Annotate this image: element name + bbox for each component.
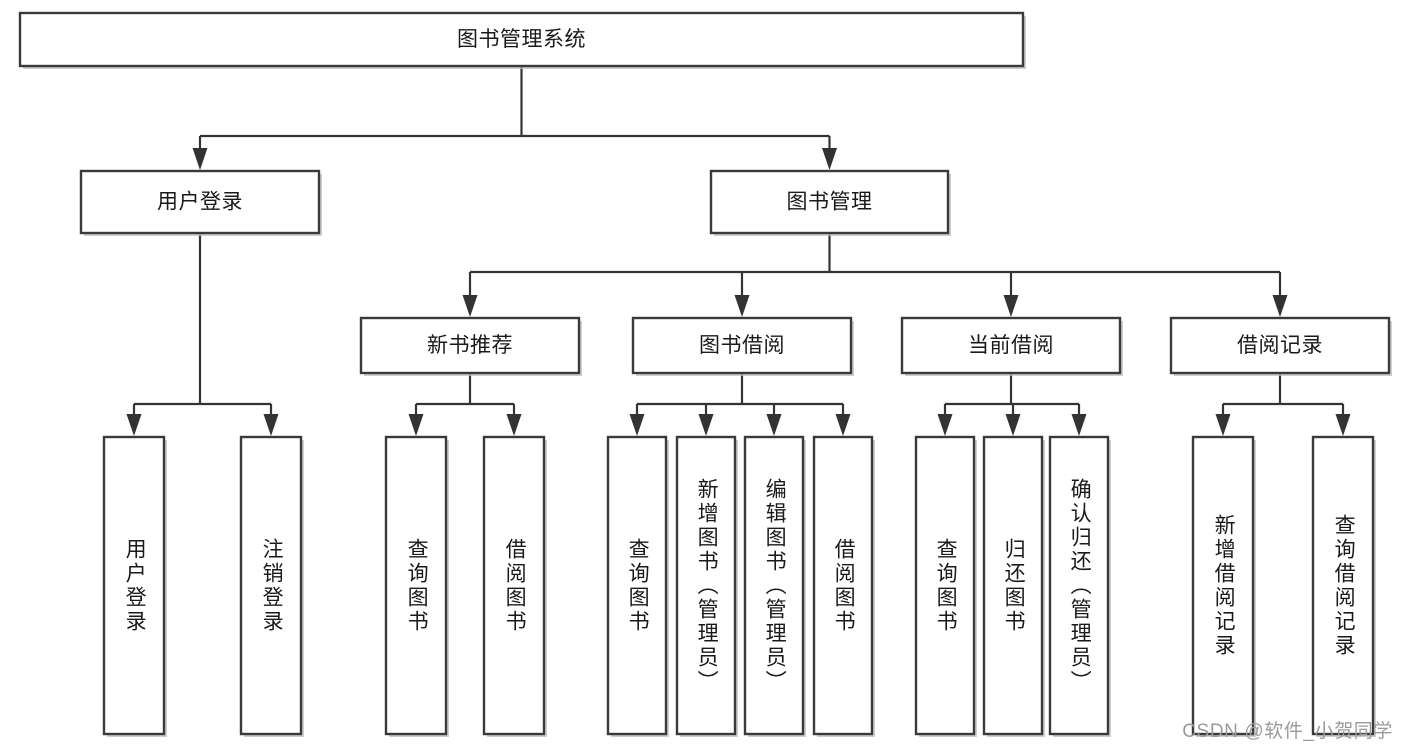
node-box-f-nb-query[interactable] — [384, 435, 448, 736]
node-login[interactable] — [79, 169, 322, 236]
node-box-f-logout[interactable] — [239, 435, 303, 736]
node-box-f-bo-edit[interactable] — [743, 435, 805, 736]
node-box-borrow[interactable] — [631, 316, 853, 375]
connector-group-current — [937, 373, 1087, 436]
node-f-cu-query[interactable] — [914, 435, 977, 737]
node-box-root[interactable] — [18, 11, 1025, 68]
node-label-records: 借阅记录 — [1237, 334, 1323, 357]
node-f-cu-confirm[interactable] — [1048, 435, 1111, 737]
node-current[interactable] — [900, 316, 1123, 376]
node-label-login: 用户登录 — [157, 191, 243, 214]
node-f-re-add[interactable] — [1191, 435, 1256, 737]
node-f-bo-query[interactable] — [606, 435, 669, 737]
watermark-text: CSDN @软件_小贺同学 — [1182, 721, 1393, 742]
node-f-login[interactable] — [102, 435, 167, 737]
connector-group-bookmgmt — [462, 233, 1288, 317]
node-box-f-bo-add[interactable] — [675, 435, 737, 736]
node-f-bo-borrow[interactable] — [812, 435, 875, 737]
node-box-login[interactable] — [79, 169, 321, 235]
node-f-cu-return[interactable] — [982, 435, 1045, 737]
node-f-re-query[interactable] — [1311, 435, 1376, 737]
node-box-newbook[interactable] — [359, 316, 581, 375]
node-box-bookmgmt[interactable] — [709, 169, 950, 235]
node-f-bo-edit[interactable] — [743, 435, 806, 737]
node-box-layer — [18, 11, 1392, 737]
connector-group-records — [1215, 373, 1351, 436]
node-box-f-bo-query[interactable] — [606, 435, 668, 736]
node-label-current: 当前借阅 — [968, 334, 1054, 357]
connector-group-login — [126, 233, 279, 436]
node-f-nb-query[interactable] — [384, 435, 449, 737]
node-box-records[interactable] — [1169, 316, 1391, 375]
connector-group-root — [192, 66, 837, 170]
node-box-f-cu-query[interactable] — [914, 435, 976, 736]
node-label-borrow: 图书借阅 — [699, 334, 785, 357]
node-box-f-cu-return[interactable] — [982, 435, 1044, 736]
node-box-f-re-add[interactable] — [1191, 435, 1255, 736]
node-box-f-nb-borrow[interactable] — [482, 435, 546, 736]
node-box-current[interactable] — [900, 316, 1122, 375]
node-f-nb-borrow[interactable] — [482, 435, 547, 737]
node-box-f-cu-confirm[interactable] — [1048, 435, 1110, 736]
connector-layer — [126, 66, 1351, 436]
node-bookmgmt[interactable] — [709, 169, 951, 236]
node-f-logout[interactable] — [239, 435, 304, 737]
connector-group-newbook — [408, 373, 522, 436]
node-borrow[interactable] — [631, 316, 854, 376]
node-box-f-re-query[interactable] — [1311, 435, 1375, 736]
node-records[interactable] — [1169, 316, 1392, 376]
connector-group-borrow — [629, 373, 851, 436]
node-box-f-bo-borrow[interactable] — [812, 435, 874, 736]
node-label-bookmgmt: 图书管理 — [787, 191, 873, 214]
node-newbook[interactable] — [359, 316, 582, 376]
node-f-bo-add[interactable] — [675, 435, 738, 737]
node-label-newbook: 新书推荐 — [427, 334, 513, 357]
node-label-root: 图书管理系统 — [457, 28, 586, 51]
node-box-f-login[interactable] — [102, 435, 166, 736]
node-root[interactable] — [18, 11, 1026, 69]
